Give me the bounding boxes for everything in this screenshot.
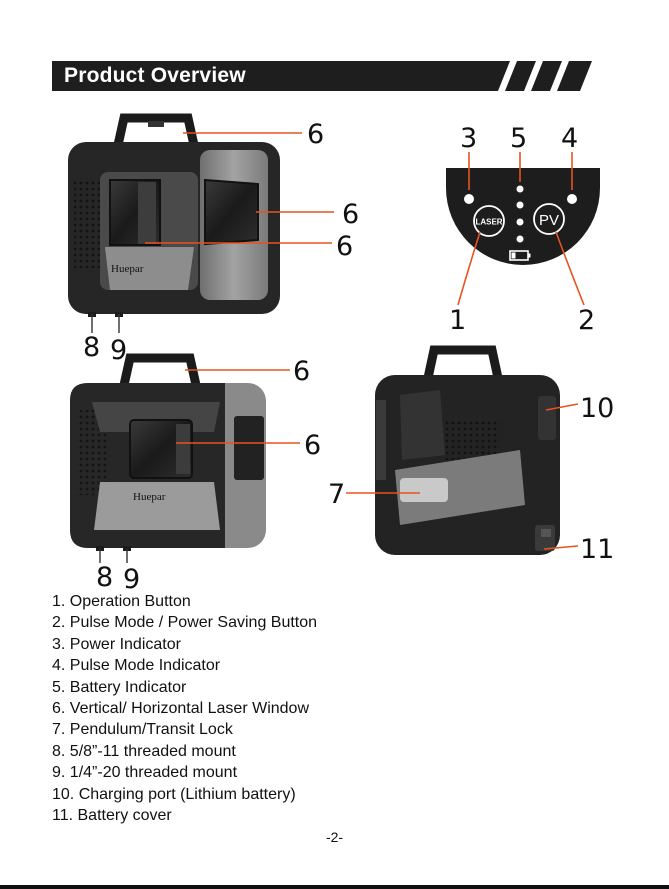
- legend-item: 9. 1/4”-20 threaded mount: [52, 764, 238, 782]
- callout-6-front-window: 6: [336, 231, 354, 262]
- legend-item: 4. Pulse Mode Indicator: [52, 657, 221, 675]
- callout-6-back-front: 6: [304, 430, 322, 461]
- legend-item: 10. Charging port (Lithium battery): [52, 785, 296, 803]
- back-brand: Huepar: [133, 491, 166, 503]
- page-title: Product Overview: [64, 64, 246, 87]
- legend-item: 2. Pulse Mode / Power Saving Button: [52, 614, 318, 632]
- callout-8-back: 8: [96, 562, 114, 593]
- legend-item: 11. Battery cover: [52, 806, 172, 824]
- leader-lines: [145, 132, 585, 550]
- callout-5: 5: [510, 123, 528, 154]
- callout-1: 1: [449, 305, 467, 336]
- device-front-view: Huepar: [68, 113, 280, 317]
- device-rear-view: [375, 345, 560, 555]
- callout-11: 11: [580, 534, 615, 565]
- legend-item: 1. Operation Button: [52, 593, 191, 610]
- callout-2: 2: [578, 305, 596, 336]
- section-banner: Product Overview: [52, 61, 592, 91]
- pulse-indicator-light: [567, 194, 577, 204]
- battery-icon: [509, 250, 531, 261]
- callout-4: 4: [561, 123, 579, 154]
- callout-7: 7: [328, 479, 346, 510]
- legend-item: 7. Pendulum/Transit Lock: [52, 721, 233, 739]
- pendulum-lock: [400, 478, 448, 502]
- laser-button[interactable]: LASER: [473, 205, 505, 237]
- callout-10: 10: [580, 393, 615, 424]
- mount-lines: [91, 314, 128, 563]
- callout-3: 3: [460, 123, 478, 154]
- front-brand: Huepar: [111, 263, 144, 275]
- callout-6-top-window: 6: [307, 119, 325, 150]
- legend-item: 3. Power Indicator: [52, 635, 181, 653]
- charging-port: [538, 396, 556, 440]
- bottom-divider: [0, 885, 669, 889]
- power-indicator-light: [464, 194, 474, 204]
- legend-item: 8. 5/8”-11 threaded mount: [52, 742, 236, 760]
- control-panel: LASER PV: [446, 168, 600, 265]
- pulse-button[interactable]: PV: [533, 203, 565, 235]
- parts-legend: 1. Operation Button 2. Pulse Mode / Powe…: [52, 591, 317, 826]
- legend-item: 6. Vertical/ Horizontal Laser Window: [52, 699, 309, 717]
- callout-9-front: 9: [110, 335, 128, 366]
- laser-button-label: LASER: [475, 218, 502, 227]
- battery-cover: [535, 525, 555, 551]
- callout-6-side-window: 6: [342, 199, 360, 230]
- callout-9-back: 9: [123, 564, 141, 595]
- legend-item: 5. Battery Indicator: [52, 678, 187, 696]
- page-number: -2-: [325, 829, 344, 845]
- device-side-view: Huepar: [70, 353, 266, 551]
- banner-shape: [52, 61, 592, 91]
- pulse-button-label: PV: [539, 212, 559, 229]
- callout-6-back-top: 6: [293, 356, 311, 387]
- callout-8-front: 8: [83, 332, 101, 363]
